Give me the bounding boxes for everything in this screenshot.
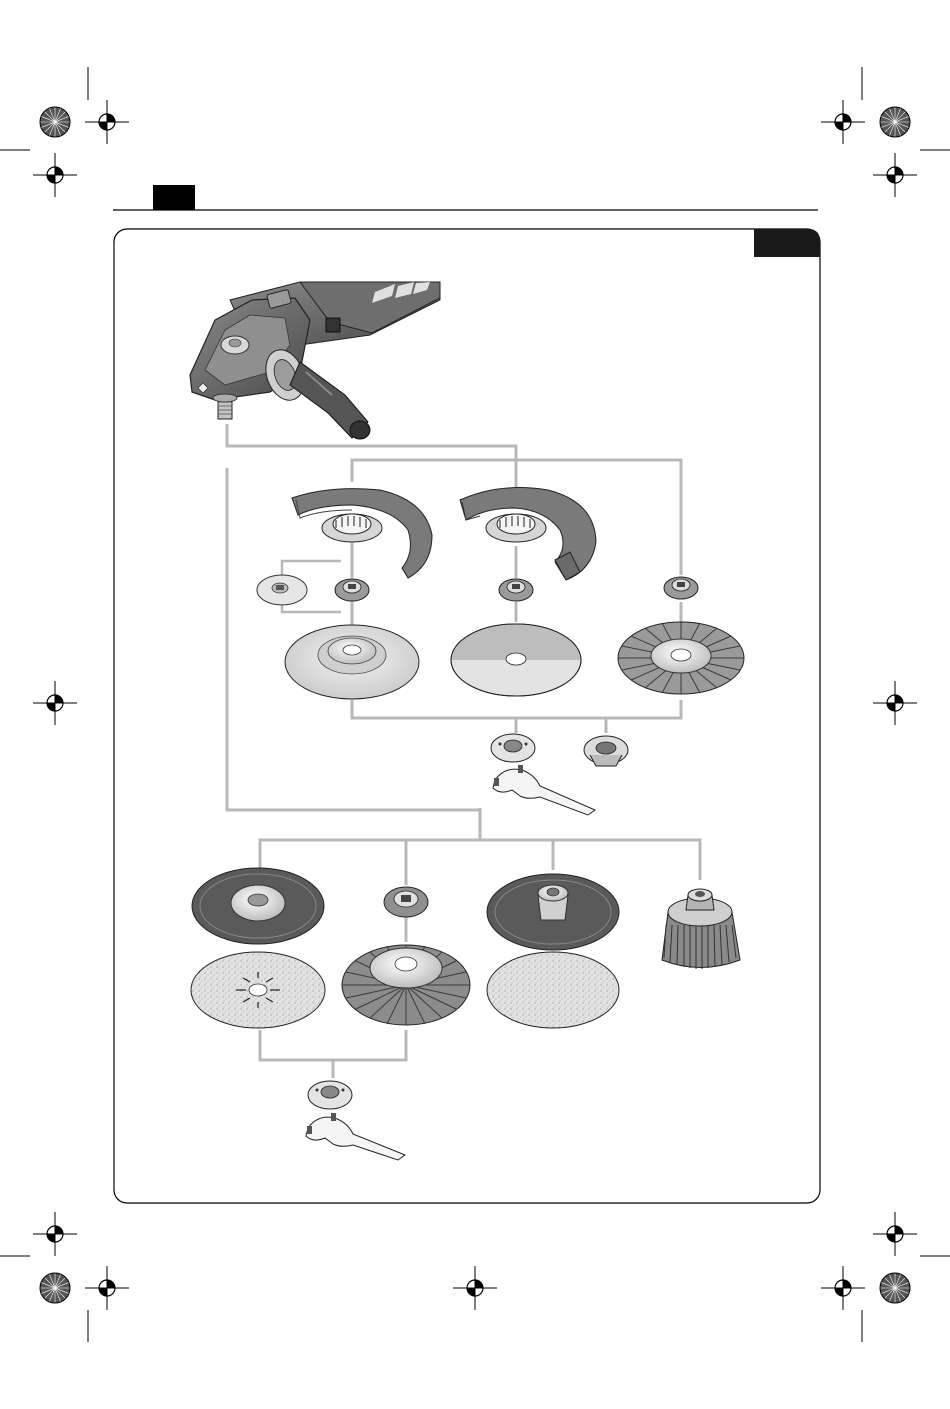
star-registration-icon [40, 1273, 70, 1303]
crosshair-registration-icon [821, 1266, 865, 1310]
velcro-backing-pad [487, 874, 619, 950]
cutting-disc [451, 624, 581, 696]
auxiliary-handle [290, 362, 370, 439]
crosshair-registration-icon [33, 1212, 77, 1256]
quick-clamping-nut [584, 736, 628, 766]
two-pin-spanner [306, 1113, 405, 1160]
mounting-flange [335, 579, 369, 601]
header-tab [153, 185, 195, 210]
registration-marks [0, 67, 950, 1342]
crosshair-registration-icon [821, 100, 865, 144]
star-registration-icon [880, 1273, 910, 1303]
rubber-sanding-plate [192, 868, 324, 944]
page-header [113, 185, 818, 210]
wire-brush-disc [618, 622, 744, 694]
clamping-nut [491, 734, 535, 762]
grinding-disc [285, 625, 419, 699]
mounting-flange [664, 577, 698, 599]
star-registration-icon [40, 107, 70, 137]
crosshair-registration-icon [85, 100, 129, 144]
panel-tab [754, 229, 820, 257]
crosshair-registration-icon [33, 681, 77, 725]
crosshair-registration-icon [873, 153, 917, 197]
cup-brush [662, 889, 740, 969]
protective-guard-grinding [292, 489, 432, 578]
crosshair-registration-icon [873, 1212, 917, 1256]
two-pin-spanner [493, 765, 595, 815]
dust-extraction-flange [257, 575, 307, 605]
crosshair-registration-icon [873, 681, 917, 725]
crosshair-registration-icon [33, 153, 77, 197]
angle-grinder [190, 282, 440, 439]
crosshair-registration-icon [85, 1266, 129, 1310]
sanding-sheet [191, 952, 325, 1028]
fan-type-wire-brush [342, 945, 470, 1025]
clamping-nut [308, 1081, 352, 1109]
crosshair-registration-icon [453, 1266, 497, 1310]
star-registration-icon [880, 107, 910, 137]
protective-guard-cutting [460, 488, 596, 580]
round-nut [384, 887, 428, 917]
velcro-sanding-sheet [487, 952, 619, 1028]
mounting-flange [499, 579, 533, 601]
